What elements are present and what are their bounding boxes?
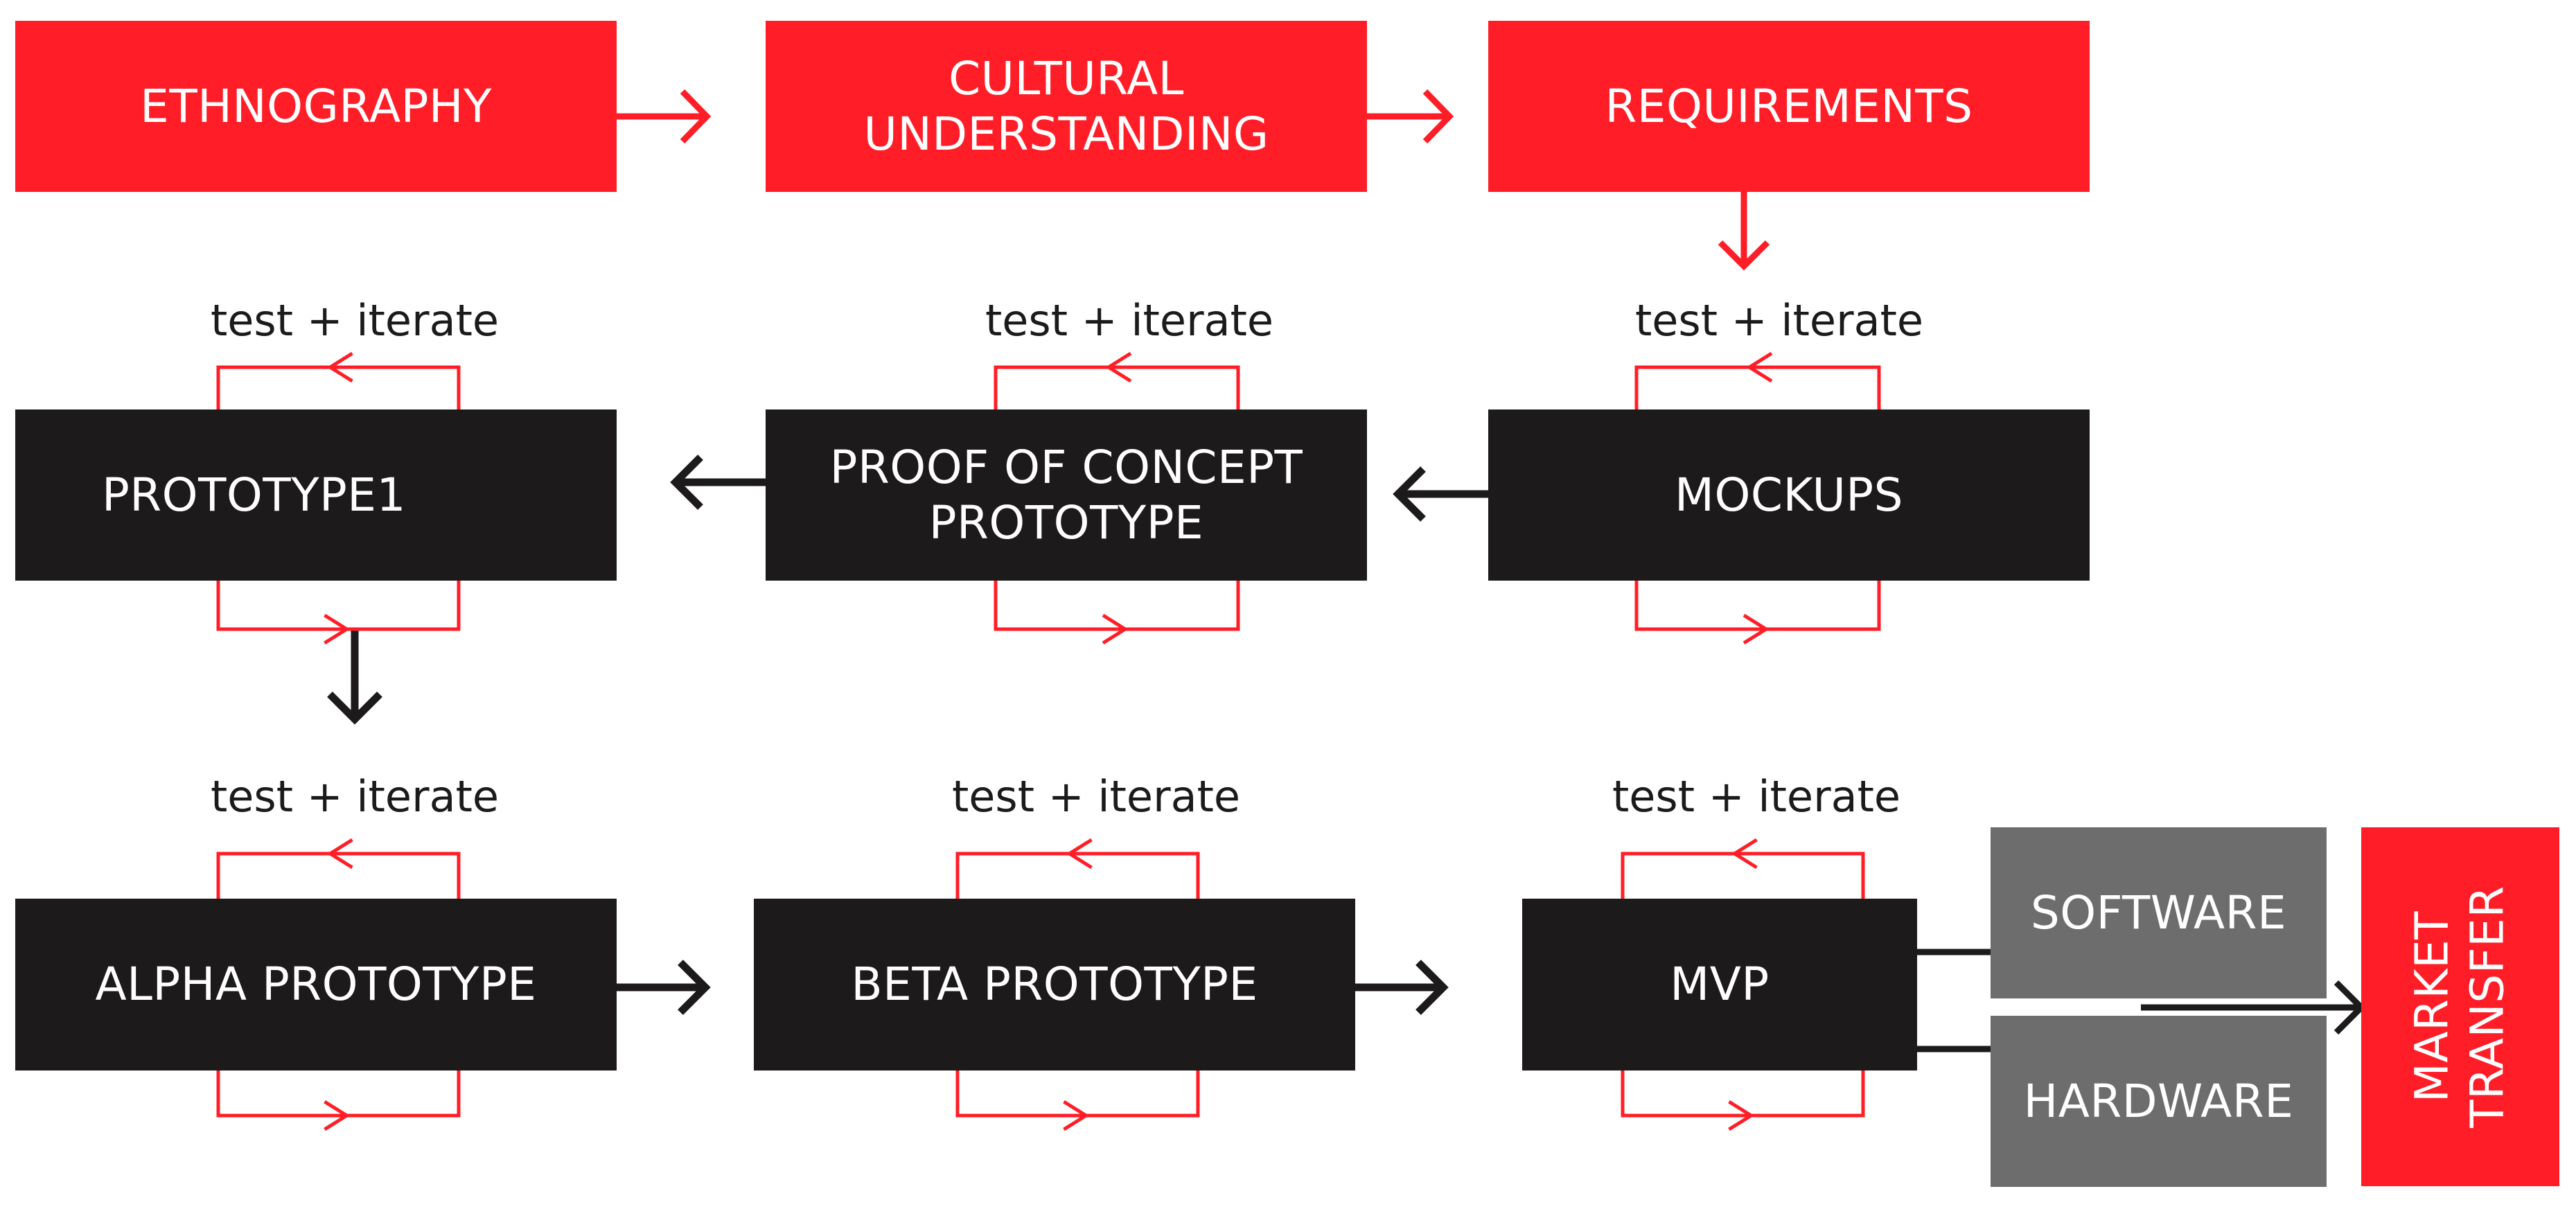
hardware-label: HARDWARE [2023, 1074, 2294, 1128]
proof-of-concept-box: PROOF OF CONCEPT PROTOTYPE [766, 409, 1367, 581]
connector-mvp-software-hardware [1917, 949, 1991, 1052]
software-box: SOFTWARE [1991, 827, 2327, 998]
iterate-loop-bottom-arrowhead-prototype1 [324, 613, 351, 645]
iterate-loop-bottom-proof-of-concept [994, 581, 1240, 631]
iterate-loop-top-mvp [1621, 852, 1865, 899]
iterate-loop-beta-prototype [955, 838, 1200, 1131]
iterate-loop-proof-of-concept [994, 351, 1240, 645]
prototype1-label: PROTOTYPE1 [102, 468, 406, 522]
iterate-loop-top-arrowhead-mockups [1746, 351, 1773, 383]
iterate-loop-bottom-beta-prototype [955, 1071, 1200, 1118]
beta-prototype-label: BETA PROTOTYPE [851, 958, 1258, 1011]
arrow-ethnography-to-cultural [617, 89, 712, 144]
iterate-loop-mvp [1621, 838, 1865, 1131]
requirements-label: REQUIREMENTS [1605, 79, 1973, 133]
mvp-label: MVP [1670, 958, 1770, 1011]
iterate-loop-bottom-arrowhead-proof-of-concept [1102, 613, 1129, 645]
iterate-loop-top-prototype1 [216, 365, 461, 409]
iterate-loop-top-mockups [1634, 365, 1881, 409]
iterate-loop-bottom-prototype1 [216, 581, 461, 631]
arrow-cultural-to-requirements [1367, 89, 1454, 144]
mvp-box: MVP [1522, 899, 1917, 1071]
arrow-beta-to-mvp [1355, 960, 1449, 1015]
market-transfer-box: MARKET TRANSFER [2361, 827, 2559, 1186]
iterate-loop-bottom-arrowhead-mockups [1743, 613, 1770, 645]
mockups-box: MOCKUPS [1488, 409, 2090, 581]
proof-of-concept-label: PROOF OF CONCEPT PROTOTYPE [829, 440, 1303, 549]
loop-label-prototype1: test + iterate [210, 295, 500, 346]
iterate-loop-top-beta-prototype [955, 852, 1200, 899]
market-transfer-label: MARKET TRANSFER [2406, 886, 2514, 1128]
mockups-label: MOCKUPS [1675, 468, 1903, 522]
iterate-loop-top-arrowhead-mvp [1731, 838, 1758, 870]
arrow-alpha-to-beta [617, 960, 711, 1015]
beta-prototype-box: BETA PROTOTYPE [754, 899, 1355, 1071]
iterate-loop-top-arrowhead-proof-of-concept [1105, 351, 1132, 383]
loop-label-alpha-prototype: test + iterate [210, 771, 500, 822]
iterate-loop-bottom-arrowhead-beta-prototype [1063, 1100, 1090, 1131]
arrow-prototype1-down [327, 629, 382, 725]
hardware-box: HARDWARE [1991, 1016, 2327, 1187]
requirements-box: REQUIREMENTS [1488, 21, 2090, 192]
arrow-mockups-to-poc [1393, 466, 1488, 522]
software-label: SOFTWARE [2030, 886, 2287, 940]
iterate-loop-top-arrowhead-alpha-prototype [326, 838, 353, 870]
loop-label-proof-of-concept: test + iterate [985, 295, 1274, 346]
iterate-loop-bottom-arrowhead-alpha-prototype [324, 1100, 351, 1131]
iterate-loop-top-alpha-prototype [216, 852, 461, 899]
iterate-loop-top-proof-of-concept [994, 365, 1240, 409]
arrow-poc-to-prototype1 [670, 455, 766, 510]
loop-label-beta-prototype: test + iterate [951, 771, 1241, 822]
iterate-loop-top-arrowhead-beta-prototype [1066, 838, 1093, 870]
prototype1-box: PROTOTYPE1 [15, 409, 617, 581]
iterate-loop-bottom-arrowhead-mvp [1728, 1100, 1755, 1131]
loop-label-mvp: test + iterate [1612, 771, 1901, 822]
loop-label-mockups: test + iterate [1634, 295, 1924, 346]
iterate-loop-mockups [1634, 351, 1881, 645]
ethnography-box: ETHNOGRAPHY [15, 21, 617, 192]
iterate-loop-alpha-prototype [216, 838, 461, 1131]
alpha-prototype-label: ALPHA PROTOTYPE [95, 958, 537, 1011]
alpha-prototype-box: ALPHA PROTOTYPE [15, 899, 617, 1071]
cultural-understanding-label: CULTURAL UNDERSTANDING [863, 51, 1269, 161]
iterate-loop-bottom-alpha-prototype [216, 1071, 461, 1118]
arrow-requirements-down [1718, 192, 1770, 271]
cultural-understanding-box: CULTURAL UNDERSTANDING [766, 21, 1367, 192]
ethnography-label: ETHNOGRAPHY [140, 79, 492, 133]
iterate-loop-bottom-mvp [1621, 1071, 1865, 1118]
iterate-loop-bottom-mockups [1634, 581, 1881, 631]
iterate-loop-prototype1 [216, 351, 461, 645]
iterate-loop-top-arrowhead-prototype1 [326, 351, 353, 383]
